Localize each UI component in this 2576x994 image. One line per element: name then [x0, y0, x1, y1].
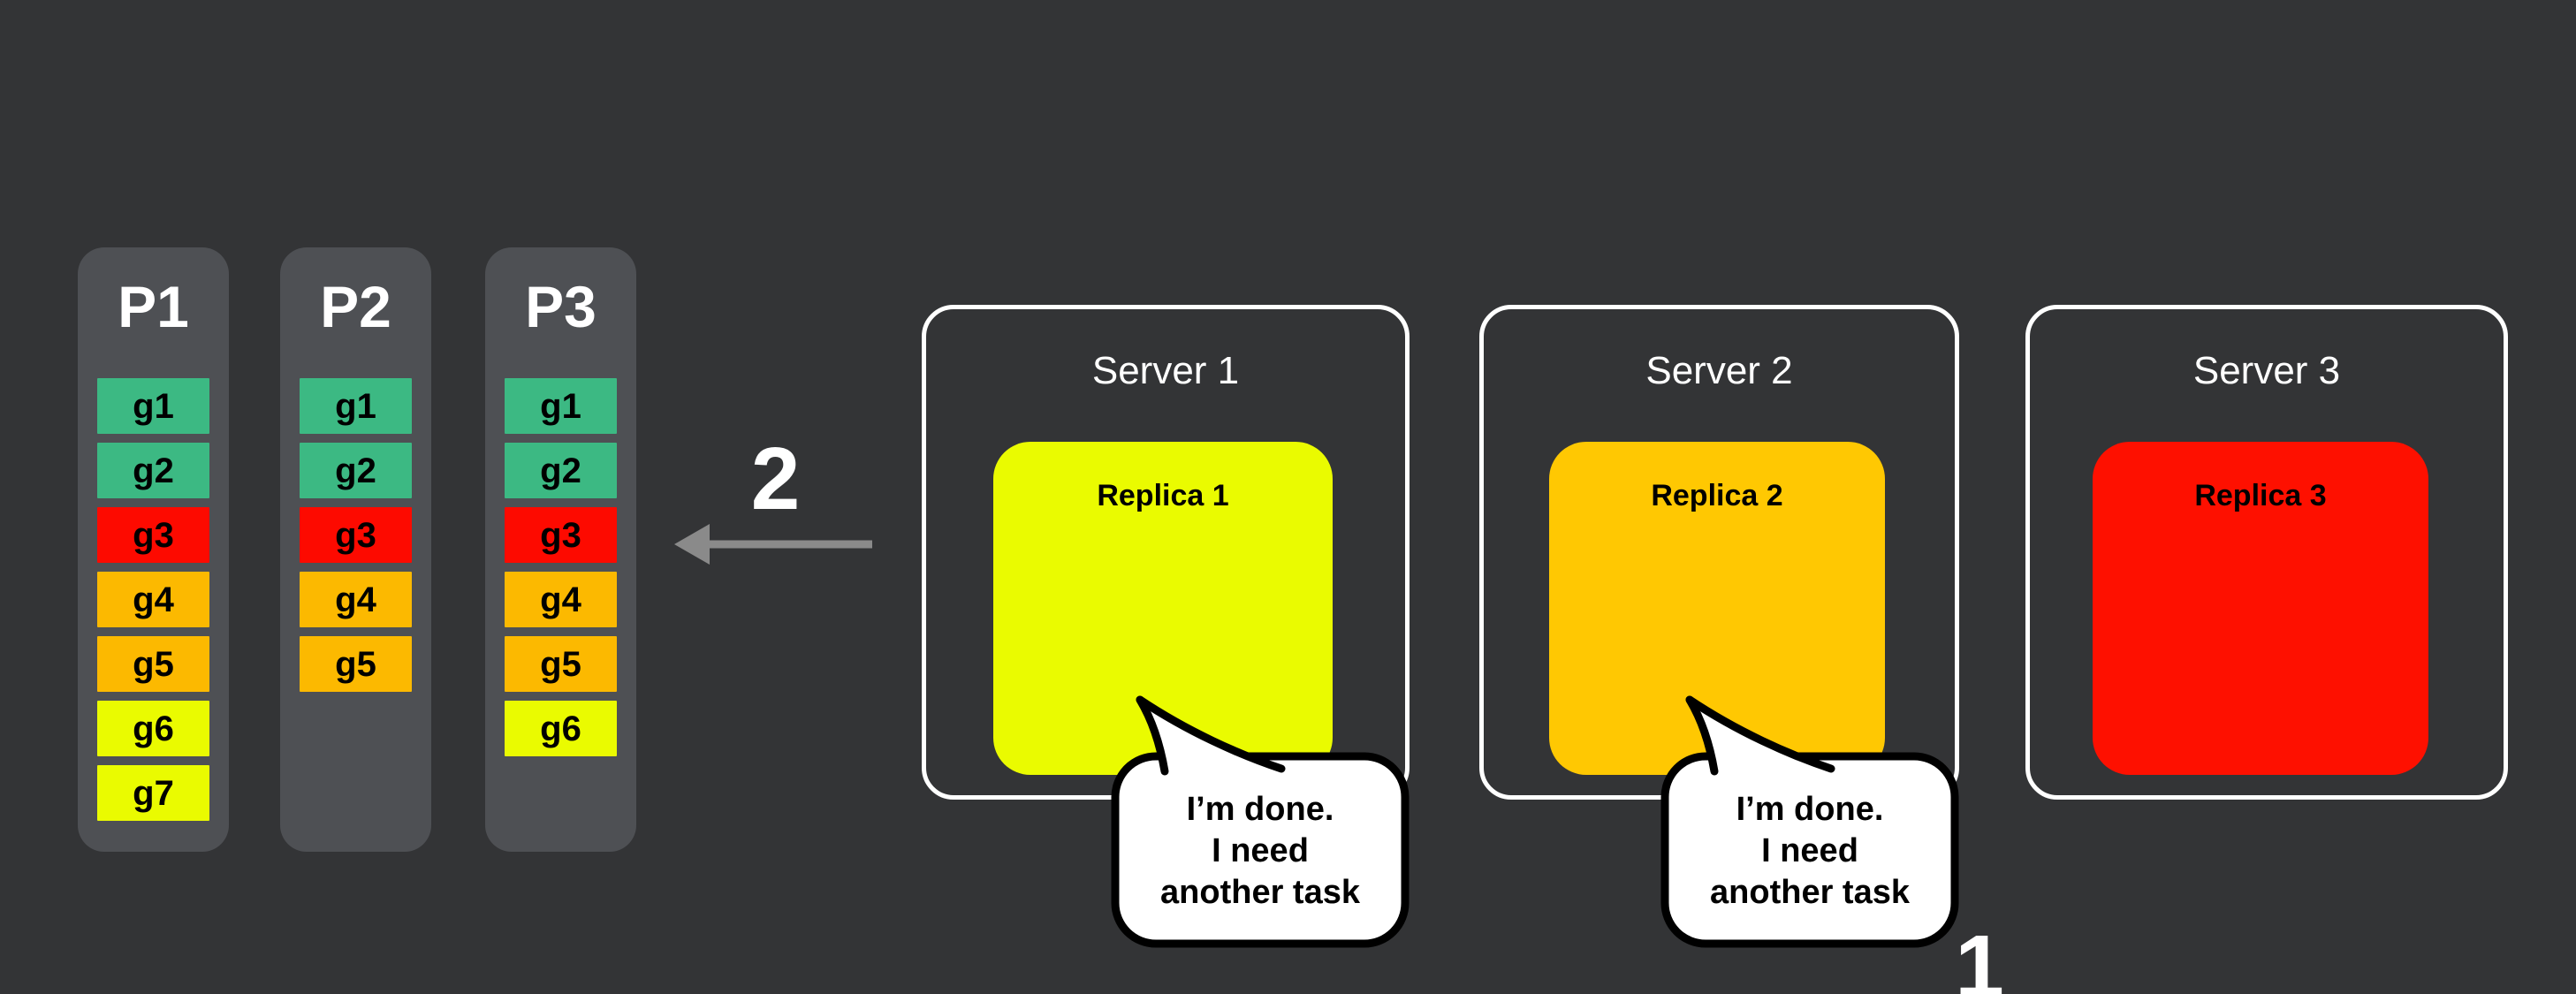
task-chip: g1: [300, 378, 412, 434]
speech-bubble-body: [1660, 752, 1959, 948]
task-chip: g4: [300, 572, 412, 627]
speech-bubble-1: I’m done. I need another task: [1111, 695, 1410, 948]
speech-bubble-tail-edge: [1685, 695, 1835, 773]
replica-label: Replica 1: [1097, 479, 1229, 512]
task-chip: g3: [300, 507, 412, 563]
task-chip: g6: [97, 701, 209, 756]
partition-column-p2: P2 g1 g2 g3 g4 g5: [280, 247, 431, 852]
arrow-head: [674, 524, 710, 565]
server-box-3: Server 3: [2025, 305, 2508, 800]
replica-box-3: Replica 3: [2093, 442, 2428, 775]
partition-column-p1: P1 g1 g2 g3 g4 g5 g6 g7: [78, 247, 229, 852]
speech-bubble-tail-edge: [1685, 695, 1719, 776]
task-chip: g5: [505, 636, 617, 692]
task-chip: g2: [505, 443, 617, 498]
task-list: g1 g2 g3 g4 g5: [300, 378, 412, 692]
task-chip: g2: [300, 443, 412, 498]
step-1-label: 1: [1955, 917, 2004, 994]
task-chip: g1: [505, 378, 617, 434]
task-chip: g4: [505, 572, 617, 627]
task-chip: g1: [97, 378, 209, 434]
task-chip: g4: [97, 572, 209, 627]
replica-label: Replica 2: [1651, 479, 1783, 512]
step-2-label: 2: [750, 429, 801, 528]
bubble-text-line: I need: [1761, 832, 1858, 869]
bubble-text-line: I’m done.: [1187, 791, 1334, 828]
task-chip: g2: [97, 443, 209, 498]
partition-title: P3: [525, 274, 597, 339]
speech-bubble-body: [1111, 752, 1410, 948]
replica-box-1: Replica 1: [993, 442, 1333, 775]
task-chip: g6: [505, 701, 617, 756]
partition-title: P1: [118, 274, 189, 339]
speech-bubble-tail-edge: [1136, 695, 1286, 773]
task-chip: g3: [505, 507, 617, 563]
task-chip: g3: [97, 507, 209, 563]
task-list: g1 g2 g3 g4 g5 g6 g7: [97, 378, 209, 821]
arrow-left-icon: [674, 524, 872, 565]
partition-title: P2: [320, 274, 391, 339]
replica-label: Replica 3: [2194, 479, 2327, 512]
speech-bubble-tail-edge: [1136, 695, 1169, 776]
task-chip: g7: [97, 765, 209, 821]
server-title: Server 1: [1091, 349, 1240, 392]
task-list: g1 g2 g3 g4 g5 g6: [505, 378, 617, 756]
bubble-text-line: another task: [1710, 874, 1911, 911]
bubble-text-line: I need: [1212, 832, 1309, 869]
speech-bubble-2: I’m done. I need another task: [1660, 695, 1959, 948]
task-chip: g5: [97, 636, 209, 692]
bubble-text-line: another task: [1160, 874, 1361, 911]
partition-column-p3: P3 g1 g2 g3 g4 g5 g6: [485, 247, 636, 852]
task-chip: g5: [300, 636, 412, 692]
server-title: Server 3: [2192, 349, 2341, 392]
server-title: Server 2: [1645, 349, 1793, 392]
bubble-text-line: I’m done.: [1736, 791, 1884, 828]
